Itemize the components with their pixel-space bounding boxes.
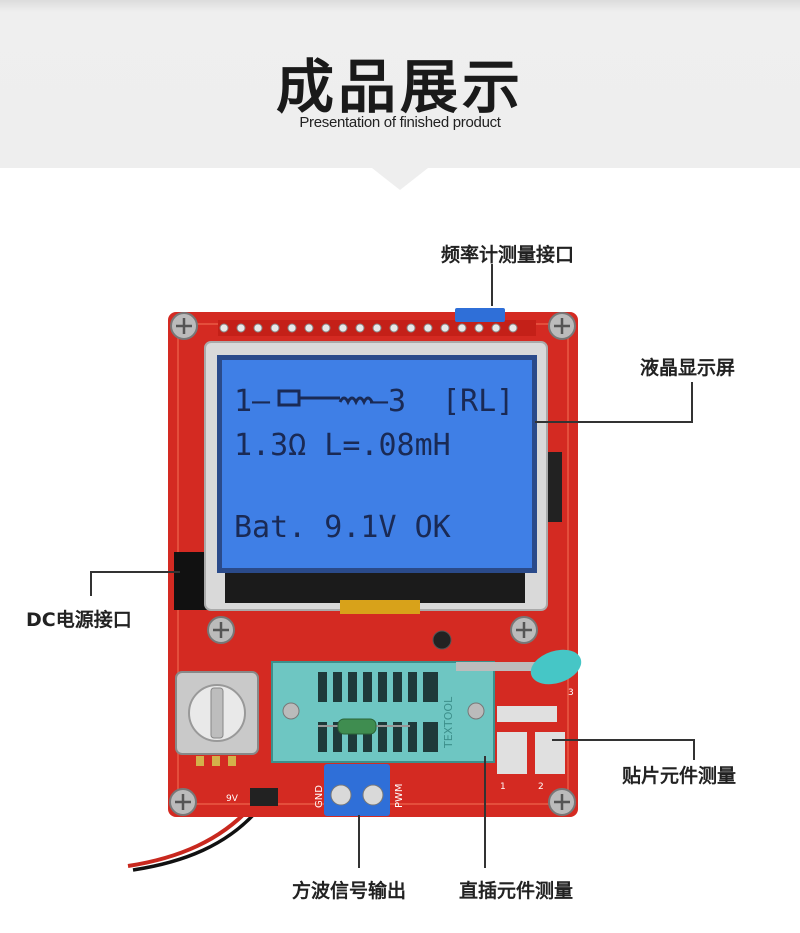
lcd-line3: Bat. 9.1V OK [234, 510, 451, 545]
callout-frequency-port: 频率计测量接口 [441, 244, 575, 266]
socket-label: TEXTOOL [442, 696, 455, 749]
callout-square-wave: 方波信号输出 [292, 880, 407, 902]
lcd-line1-left: 1— [234, 384, 271, 419]
callout-through-hole: 直插元件测量 [459, 880, 574, 902]
battery-connector [250, 788, 278, 806]
red-wire [127, 806, 252, 868]
callout-dc-power: DC电源接口 [26, 609, 132, 631]
lcd-line1-right: —3 [370, 384, 406, 419]
callout-lcd: 液晶显示屏 [640, 357, 736, 379]
callout-lines [90, 264, 695, 868]
header-notch [372, 168, 428, 190]
lcd-line1-tag: [RL] [442, 384, 514, 419]
inductor-symbol [338, 396, 374, 406]
voltage-label: 9V [226, 794, 239, 804]
socket-lever [456, 662, 552, 671]
callout-smd-measure: 贴片元件测量 [622, 765, 737, 787]
lcd-screen [222, 360, 532, 568]
frequency-port-connector [455, 308, 505, 322]
pin1-label: 1 [500, 782, 506, 792]
page-subtitle: Presentation of finished product [299, 114, 501, 131]
gnd-label: GND [314, 785, 325, 808]
black-wire [132, 810, 258, 872]
page-title: 成品展示 [275, 53, 524, 121]
screws [169, 312, 576, 816]
pwm-label: PWM [394, 783, 405, 808]
test-resistor [337, 718, 377, 735]
header-banner [0, 0, 800, 168]
lcd-line2: 1.3Ω L=.08mH [234, 428, 451, 463]
smd-pads [497, 706, 565, 774]
pin3-label: 3 [568, 688, 574, 698]
pin2-label: 2 [538, 782, 544, 792]
